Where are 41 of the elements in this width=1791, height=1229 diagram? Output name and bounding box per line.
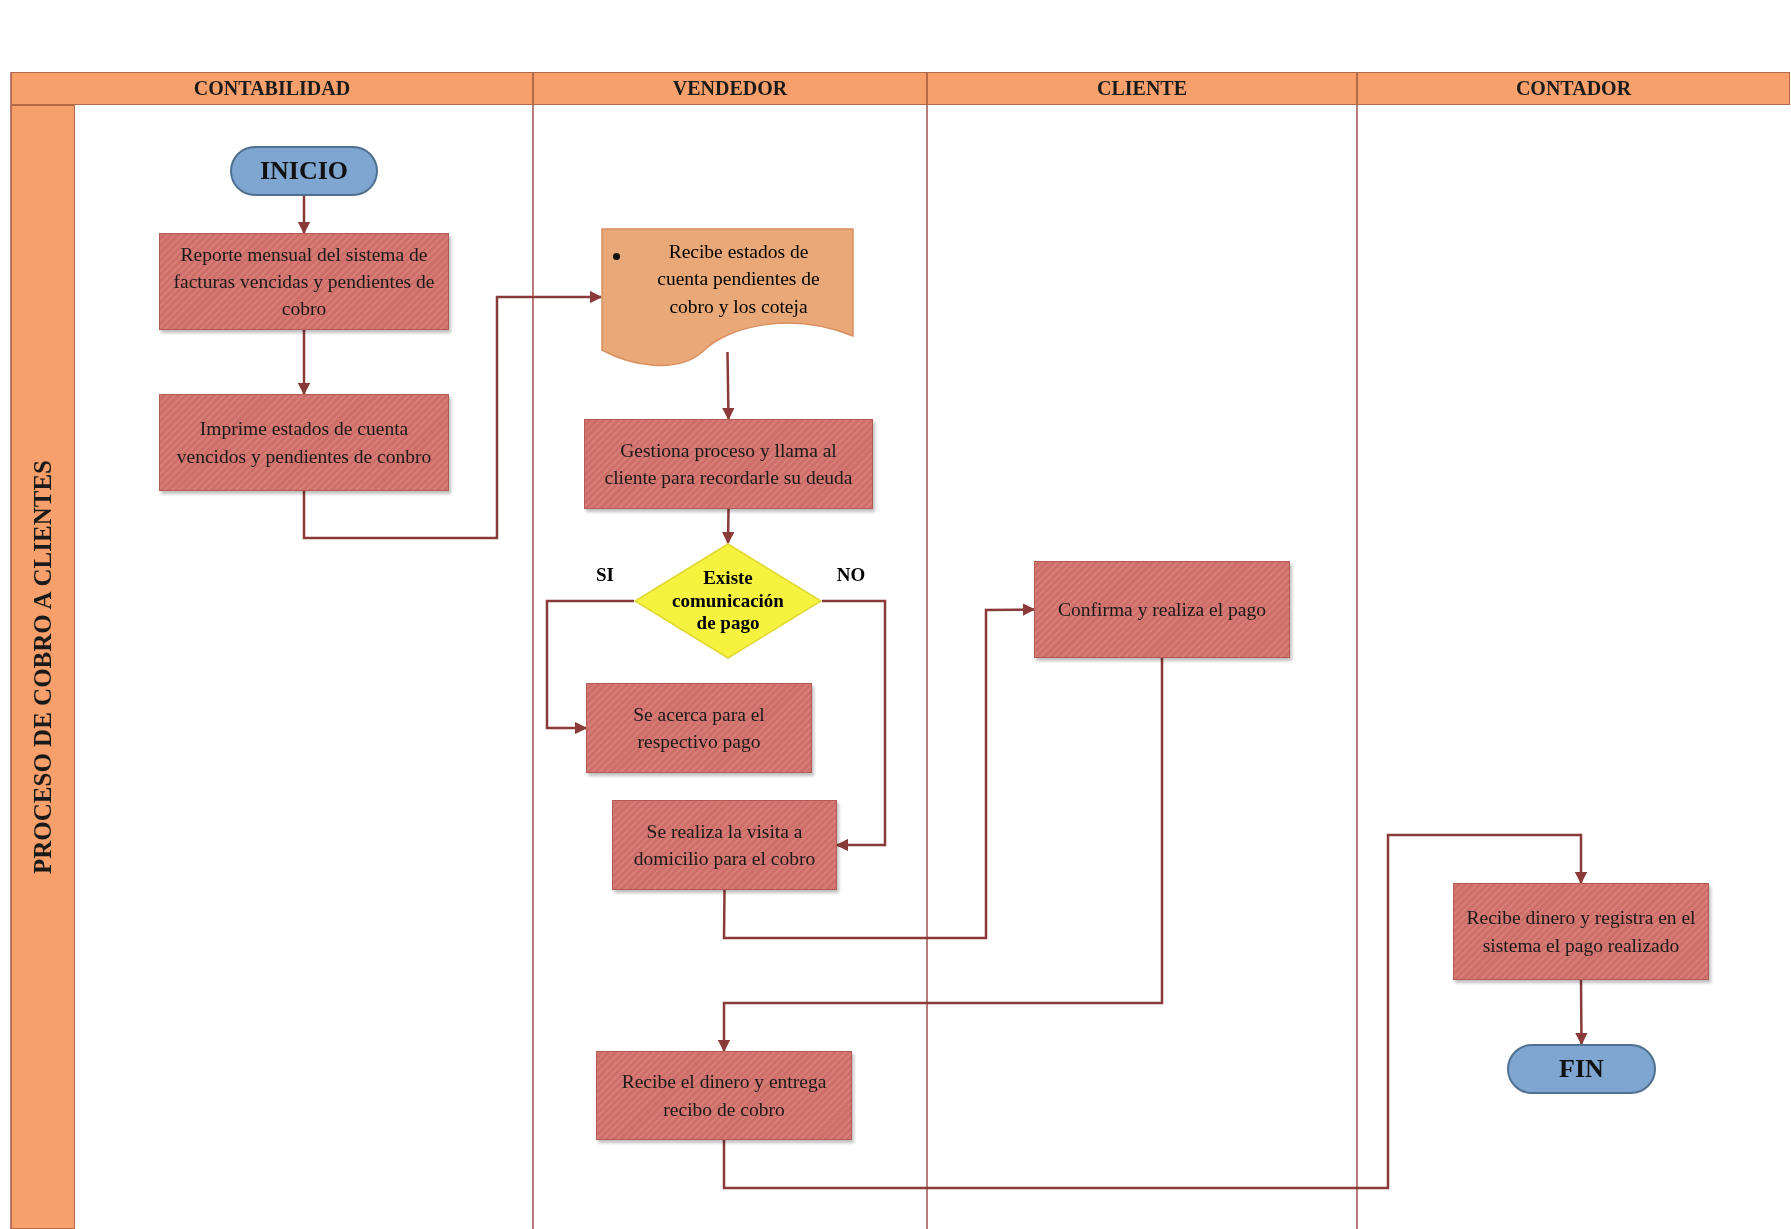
lane-header [927,72,1357,105]
lane-header [533,72,927,105]
step-text: Se acerca para el respectivo pago [632,702,766,754]
pool-title: PROCESO DE COBRO A CLIENTES [29,460,57,874]
step-text: Recibe el dinero y entrega recibo de cobro [620,1070,828,1122]
process-box [612,800,837,890]
arrow [721,509,735,545]
process-box [159,394,449,491]
arrow [302,290,603,540]
arrow [822,599,887,852]
step-text: Se realiza la visita a domicilio para el cobro [632,819,817,871]
lane-title: VENDEDOR [672,77,788,100]
arrow [722,833,1588,1190]
arrow [1575,980,1588,1046]
terminal-text: INICIO [259,156,349,186]
step-text: Gestiona proceso y llama al cliente para recordarle su deuda [603,438,854,490]
terminal-text: FIN [1559,1054,1604,1084]
process-box [584,419,873,509]
process-box [159,233,449,330]
pool-label-band [11,105,75,1229]
lane-header [11,72,533,105]
arrow [297,196,311,235]
lane-header [1357,72,1790,105]
lane-title: CONTABILIDAD [193,77,351,100]
arrow [722,603,1036,940]
document-text: Recibe estados de cuenta pendientes de cobro y los coteja [656,240,821,319]
arrow [297,330,311,396]
lane-title: CLIENTE [1097,77,1187,100]
step-text: Imprime estados de cuenta vencidos y pendientes de conbro [175,417,433,469]
decision-text: Existe comunicación de pago [671,566,785,636]
process-box [586,683,812,773]
step-text: Reporte mensual del sistema de facturas vencidas y pendientes de cobro [172,242,436,322]
arrow [545,599,634,735]
step-text: Confirma y realiza el pago [1058,597,1266,622]
lane-title: CONTADOR [1515,77,1632,100]
arrow [722,352,735,421]
process-box [1453,883,1709,980]
process-box [1034,561,1290,658]
arrow [717,658,1164,1053]
process-box [596,1051,852,1140]
step-text: Recibe dinero y registra en el sistema el pago realizado [1465,906,1697,958]
